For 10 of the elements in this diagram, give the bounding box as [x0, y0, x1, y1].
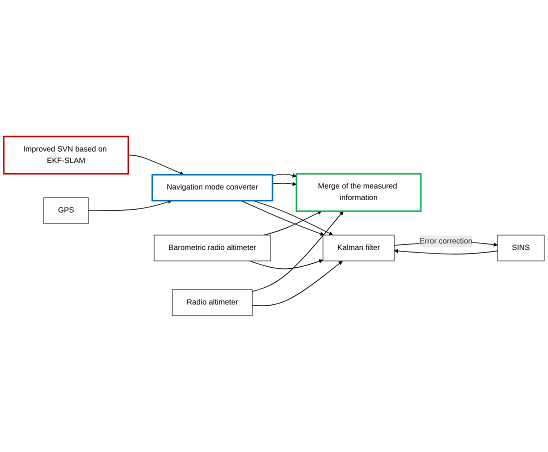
arrow [272, 182, 297, 186]
arrow [263, 210, 322, 236]
arrow [272, 173, 297, 178]
arrow [249, 259, 324, 270]
arrow [240, 200, 324, 236]
arrow [394, 248, 498, 254]
arrow [128, 154, 184, 176]
arrow [252, 210, 344, 292]
arrow [252, 260, 343, 306]
arrow [88, 200, 172, 212]
